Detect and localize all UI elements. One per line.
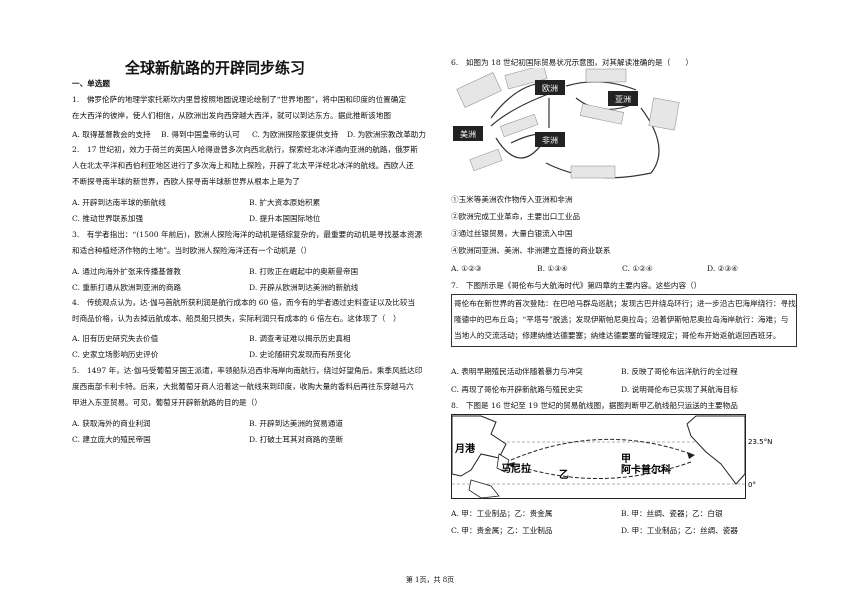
q3-option-b[interactable]: B. 打败正在崛起中的奥斯曼帝国 <box>249 267 359 276</box>
q8-option-a[interactable]: A. 甲：工业制品；乙：贵金属 <box>451 509 553 518</box>
q7-box-line: 隆德中的巴布丘岛；“平塔号”脱逃；发现伊斯帕尼奥拉岛；沿着伊斯帕尼奥拉岛海岸航行… <box>454 315 789 324</box>
q1-line: 在大西洋的彼岸，使人们相信，从欧洲出发向西穿越大西洋，就可以到达东方。据此推断该… <box>72 111 391 120</box>
q6-option-d[interactable]: D. ②③④ <box>707 264 739 273</box>
map-label-yuegang: 月港 <box>454 442 476 455</box>
q4-option-d[interactable]: D. 史论随研究发现而有所变化 <box>249 350 351 359</box>
q5-option-d[interactable]: D. 打破土耳其对商路的垄断 <box>249 435 344 444</box>
q4-option-b[interactable]: B. 调查考证难以揭示历史真相 <box>249 334 351 343</box>
q7-option-a[interactable]: A. 表明早期殖民活动伴随着暴力与冲突 <box>451 367 583 376</box>
q5-line: 度西南部卡利卡特。后来，大批葡萄牙商人沿着这一航线来到印度，收购大量的香料后再往… <box>72 382 414 391</box>
q2-option-b[interactable]: B. 扩大资本原始积累 <box>249 198 321 207</box>
q6-stem: 6. 如图为 18 世纪初国际贸易状况示意图，对其解读准确的是（ ） <box>451 58 693 67</box>
q2-line: 不断探寻南半球的新世界，西欧人探寻南半球新世界从根本上是为了 <box>72 177 300 186</box>
q1-option-b[interactable]: B. 得到中国皇帝的认可 <box>161 130 240 139</box>
q2-line: 人在北太平洋和西伯利亚地区进行了多次海上和陆上探险，开辟了北太平洋经北冰洋的航线… <box>72 161 414 170</box>
map-label-asia: 亚洲 <box>615 95 631 104</box>
q2-option-c[interactable]: C. 推动世界联系加强 <box>72 214 144 223</box>
map-label-jia: 甲 <box>621 453 631 465</box>
trade-route-map: 月港 马尼拉 甲 乙 阿卡普尔科 23.5°N 0° <box>451 414 772 499</box>
q3-line: 和适合种植经济作物的土地”。当时欧洲人探险海洋还有一个动机是（） <box>72 246 312 255</box>
q5-line: 甲进入东亚贸易。可见，葡萄牙开辟新航路的目的是（） <box>72 398 262 407</box>
q4-line: 时商品价格，认为去掉远航成本、船员船只损失，实际利润只有成本的 6 倍左右。这体… <box>72 314 401 323</box>
q6-option-a[interactable]: A. ①②③ <box>451 264 482 273</box>
q7-box-line: 当地人的交流活动；修建纳维达德要塞；纳维达德要塞的管理规定；哥伦布开始返航返回西… <box>454 331 781 340</box>
q3-option-d[interactable]: D. 开辟从欧洲到达美洲的新航线 <box>249 283 359 292</box>
q3-line: 3. 有学者指出：“(1500 年前后)，欧洲人探险海洋的动机是错综复杂的，最重… <box>72 230 423 239</box>
q8-option-c[interactable]: C. 甲：贵金属；乙：工业制品 <box>451 526 553 535</box>
q6-option-b[interactable]: B. ①③④ <box>537 264 568 273</box>
q7-stem: 7. 下图所示是《哥伦布与大航海时代》第四章的主要内容。这些内容（） <box>451 281 702 290</box>
q8-option-b[interactable]: B. 甲：丝绸、瓷器；乙：白银 <box>621 509 723 518</box>
q5-option-c[interactable]: C. 建立庞大的殖民帝国 <box>72 435 151 444</box>
q5-option-b[interactable]: B. 开辟到达美洲的贸易通道 <box>249 419 343 428</box>
q1-line: 1. 佛罗伦萨的地理学家托斯坎内里曾按照地圆说理论绘制了“世界地图”，将中国和印… <box>72 95 406 104</box>
map-label-america: 美洲 <box>460 129 476 139</box>
q2-line: 2. 17 世纪初，效力于荷兰的英国人哈得逊曾多次向西北航行，探索经北冰洋通向亚… <box>72 145 418 154</box>
q5-option-a[interactable]: A. 获取海外的商业利润 <box>72 419 151 428</box>
q7-box-line: 哥伦布在新世界的首次登陆：在巴哈马群岛巡航；发现古巴并绕岛环行；进一步沿古巴海岸… <box>454 299 796 308</box>
page-title: 全球新航路的开辟同步练习 <box>124 59 305 77</box>
q8-option-d[interactable]: D. 甲：工业制品；乙：丝绸、瓷器 <box>621 526 738 535</box>
q3-option-c[interactable]: C. 重新打通从欧洲到亚洲的商路 <box>72 283 182 292</box>
q4-line: 4. 传统观点认为，达·伽马首航所获利润是航行成本的 60 倍，而今有的学者通过… <box>72 298 416 307</box>
q1-option-d[interactable]: D. 为欧洲宗教改革助力 <box>347 130 426 139</box>
q6-statement: ①玉米等美洲农作物传入亚洲和非洲 <box>451 195 573 204</box>
q6-statement: ②欧洲完成工业革命，主要出口工业品 <box>451 212 581 221</box>
q5-line: 5. 1497 年，达·伽马受葡萄牙国王派遣，率领船队沿西非海岸向南航行，绕过好… <box>72 366 423 375</box>
map-label-acapulco: 阿卡普尔科 <box>621 463 671 476</box>
q7-option-c[interactable]: C. 再现了哥伦布开辟新航路与殖民史实 <box>451 385 583 394</box>
q6-statement: ③通过丝银贸易，大量白银流入中国 <box>451 229 573 238</box>
section-heading: 一、单选题 <box>72 79 110 88</box>
q7-option-b[interactable]: B. 反映了哥伦布远洋航行的全过程 <box>621 367 738 376</box>
latitude-label-tropic: 23.5°N <box>748 438 772 446</box>
map-label-manila: 马尼拉 <box>501 462 531 475</box>
map-label-africa: 非洲 <box>542 135 558 145</box>
q6-option-c[interactable]: C. ①②④ <box>622 264 653 273</box>
q4-option-a[interactable]: A. 旧有历史研究失去价值 <box>72 334 159 343</box>
q7-content-box: 哥伦布在新世界的首次登陆：在巴哈马群岛巡航；发现古巴并绕岛环行；进一步沿古巴海岸… <box>451 294 797 347</box>
q3-option-a[interactable]: A. 通过向海外扩张来传播基督教 <box>72 267 182 276</box>
q8-stem: 8. 下图是 16 世纪至 19 世纪的贸易航线图，据图判断甲乙航线船只运送的主… <box>451 401 738 410</box>
map-label-europe: 欧洲 <box>542 83 558 93</box>
q4-option-c[interactable]: C. 史家立场影响历史评价 <box>72 350 159 359</box>
q6-statement: ④欧洲同亚洲、美洲、非洲建立直接的商业联系 <box>451 246 611 255</box>
q1-option-a[interactable]: A. 取得基督教会的支持 <box>72 130 151 139</box>
page-footer: 第 1页，共 8页 <box>405 576 455 584</box>
q2-option-d[interactable]: D. 提升本国国际地位 <box>249 214 321 223</box>
q2-option-a[interactable]: A. 开辟到达南半球的新航线 <box>72 198 166 207</box>
map-label-yi: 乙 <box>559 469 569 481</box>
q1-option-c[interactable]: C. 为欧洲探险家提供支持 <box>252 130 339 139</box>
trade-diagram: 欧洲 美洲 亚洲 非洲 <box>453 68 680 179</box>
latitude-label-equator: 0° <box>748 481 756 489</box>
q7-option-d[interactable]: D. 说明哥伦布已实现了其航海目标 <box>621 385 738 394</box>
